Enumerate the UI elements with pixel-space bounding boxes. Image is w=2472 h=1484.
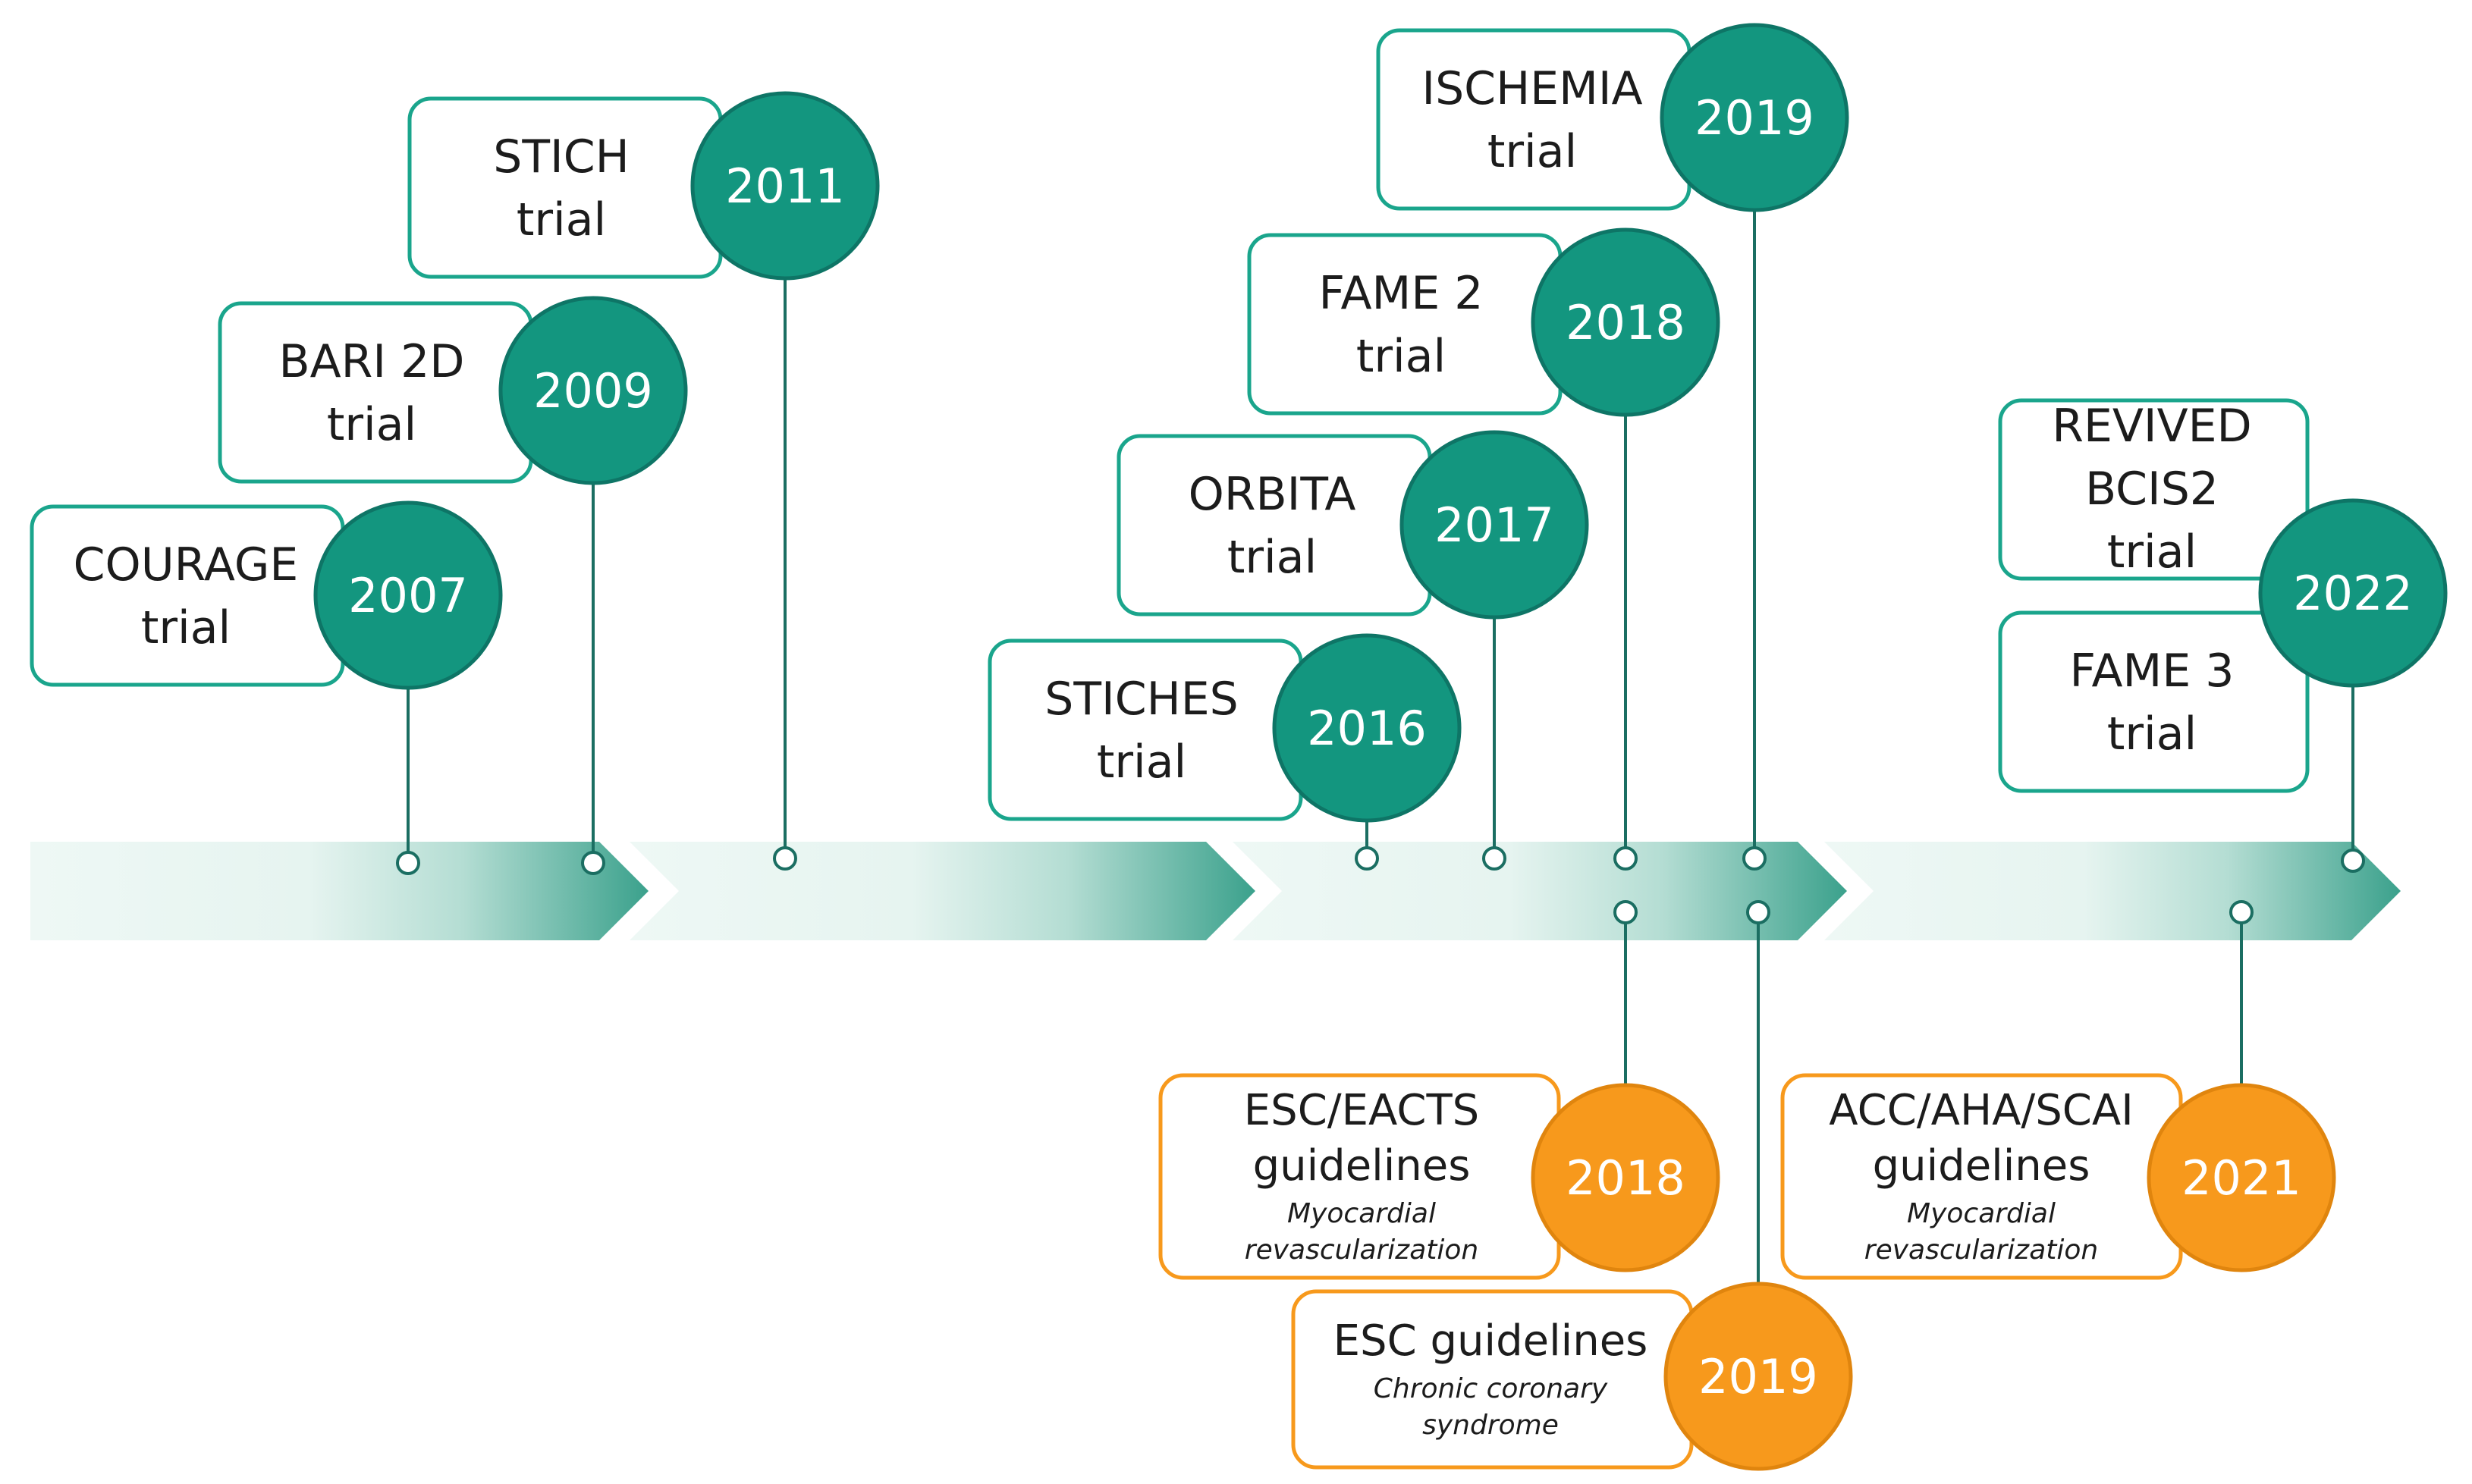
acc-aha-sub2: revascularization bbox=[1864, 1235, 2098, 1266]
year-2009: 2009 bbox=[533, 363, 653, 419]
year-circle-2019-trial bbox=[1660, 23, 1849, 212]
year-2018-trial: 2018 bbox=[1566, 295, 1685, 350]
esc-eacts-sub2: revascularization bbox=[1245, 1235, 1478, 1266]
marker-2019-top bbox=[1742, 846, 1767, 871]
arrow-segment-1 bbox=[30, 842, 649, 940]
courage-line1: COURAGE bbox=[74, 538, 299, 591]
year-2017: 2017 bbox=[1434, 497, 1554, 553]
ischemia-line1: ISCHEMIA bbox=[1421, 62, 1642, 115]
marker-2007 bbox=[396, 851, 420, 875]
guideline-boxes bbox=[1158, 1073, 2183, 1470]
year-circle-2018-trial bbox=[1531, 227, 1720, 417]
guideline-labels: ESC/EACTS guidelines Myocardial revascul… bbox=[1244, 1086, 2134, 1441]
box-fame3 bbox=[1998, 610, 2310, 793]
stiches-line2: trial bbox=[1097, 736, 1186, 789]
marker-2019-bottom bbox=[1746, 900, 1770, 924]
marker-2021 bbox=[2229, 900, 2254, 924]
box-ischemia bbox=[1376, 28, 1691, 211]
stich-line1: STICH bbox=[493, 130, 629, 184]
arrow-segment-2 bbox=[630, 842, 1255, 940]
revived-line1: REVIVED bbox=[2052, 400, 2252, 453]
acc-aha-line1: ACC/AHA/SCAI bbox=[1829, 1086, 2133, 1135]
bari2d-line2: trial bbox=[327, 398, 416, 451]
year-2019-guideline: 2019 bbox=[1698, 1349, 1818, 1404]
esc-2019-line1: ESC guidelines bbox=[1333, 1316, 1648, 1366]
marker-2016 bbox=[1355, 846, 1379, 871]
box-orbita bbox=[1117, 434, 1432, 617]
year-circle-2021 bbox=[2147, 1083, 2336, 1272]
fame2-line2: trial bbox=[1356, 330, 1446, 383]
marker-2018-top bbox=[1613, 846, 1638, 871]
timeline-arrow bbox=[30, 842, 2401, 940]
box-courage bbox=[30, 504, 345, 687]
trial-labels: COURAGE trial BARI 2D trial STICH trial … bbox=[74, 62, 2252, 789]
box-revived bbox=[1998, 398, 2310, 581]
year-2019-trial: 2019 bbox=[1695, 90, 1814, 146]
esc-eacts-sub1: Myocardial bbox=[1287, 1198, 1436, 1229]
stiches-line1: STICHES bbox=[1044, 673, 1238, 726]
trial-year-labels: 2007 2009 2011 2016 2017 2018 2019 2022 bbox=[348, 90, 2413, 756]
year-circle-2007 bbox=[313, 500, 503, 690]
acc-aha-line2: guidelines bbox=[1873, 1141, 2090, 1191]
revived-line2: BCIS2 bbox=[2085, 463, 2219, 516]
year-circle-2009 bbox=[498, 296, 688, 485]
orbita-line1: ORBITA bbox=[1189, 468, 1356, 521]
year-2011: 2011 bbox=[725, 158, 845, 214]
year-circle-2011 bbox=[690, 91, 880, 281]
year-2016: 2016 bbox=[1307, 701, 1427, 756]
bari2d-line1: BARI 2D bbox=[278, 335, 464, 388]
year-circle-2022 bbox=[2258, 498, 2448, 688]
year-2021: 2021 bbox=[2181, 1150, 2301, 1206]
timeline-markers bbox=[396, 846, 2365, 924]
revived-line3: trial bbox=[2107, 526, 2197, 579]
fame3-line1: FAME 3 bbox=[2070, 645, 2235, 698]
trial-year-circles bbox=[313, 23, 2448, 823]
box-fame2 bbox=[1247, 233, 1563, 416]
year-2018-guideline: 2018 bbox=[1566, 1150, 1685, 1206]
fame2-line1: FAME 2 bbox=[1319, 267, 1484, 320]
esc-2019-sub1: Chronic coronary bbox=[1374, 1373, 1608, 1404]
box-stiches bbox=[988, 638, 1303, 821]
box-stich bbox=[407, 96, 723, 279]
marker-2022 bbox=[2341, 849, 2365, 873]
trial-boxes bbox=[30, 28, 2310, 821]
orbita-line2: trial bbox=[1227, 531, 1317, 584]
box-bari2d bbox=[218, 301, 533, 484]
marker-2011 bbox=[773, 846, 797, 871]
marker-2018-bottom bbox=[1613, 900, 1638, 924]
year-circle-2016 bbox=[1272, 633, 1462, 823]
esc-eacts-line2: guidelines bbox=[1253, 1141, 1471, 1191]
ischemia-line2: trial bbox=[1487, 125, 1577, 178]
marker-2017 bbox=[1482, 846, 1506, 871]
year-circle-2018-guideline bbox=[1531, 1083, 1720, 1272]
stich-line2: trial bbox=[517, 193, 606, 246]
acc-aha-sub1: Myocardial bbox=[1907, 1198, 2056, 1229]
arrow-segment-3 bbox=[1233, 842, 1847, 940]
guideline-year-circles bbox=[1531, 1083, 2336, 1471]
esc-2019-sub2: syndrome bbox=[1422, 1410, 1559, 1441]
year-circle-2017 bbox=[1399, 430, 1589, 620]
year-2007: 2007 bbox=[348, 568, 468, 623]
courage-line2: trial bbox=[141, 601, 231, 654]
year-circle-2019-guideline bbox=[1663, 1282, 1853, 1471]
marker-2009 bbox=[581, 851, 605, 875]
fame3-line2: trial bbox=[2107, 707, 2197, 761]
guideline-year-labels: 2018 2019 2021 bbox=[1566, 1150, 2301, 1404]
esc-eacts-line1: ESC/EACTS bbox=[1244, 1086, 1479, 1135]
arrow-segment-4 bbox=[1824, 842, 2401, 940]
year-2022: 2022 bbox=[2293, 566, 2413, 621]
